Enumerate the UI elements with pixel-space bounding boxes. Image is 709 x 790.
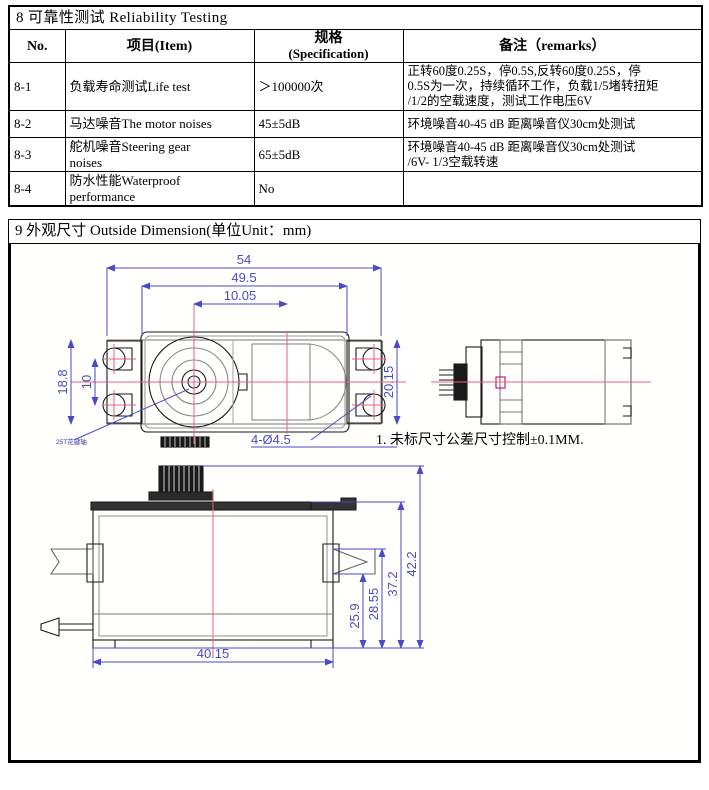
row-item: 舵机噪音Steering gear noises — [64, 137, 255, 172]
top-view-dimensions — [67, 264, 401, 448]
table-header-row: No. 项目(Item) 规格 (Specification) 备注（remar… — [8, 29, 703, 63]
remarks-line: 正转60度0.25S，停0.5S,反转60度0.25S，停 — [407, 64, 641, 78]
reliability-testing-section: 8 可靠性测试 Reliability Testing No. 项目(Item)… — [8, 5, 703, 207]
remarks-line: /1/2的空载速度，测试工作电压6V — [407, 94, 593, 108]
dim-10-05: 10.05 — [224, 288, 257, 303]
front-view-dimension-labels: 40.15 25.9 28.55 37.2 42.2 — [197, 551, 419, 661]
row-item: 防水性能Waterproof performance — [64, 171, 255, 207]
reliability-table: 8 可靠性测试 Reliability Testing No. 项目(Item)… — [8, 5, 703, 207]
row-spec: 45±5dB — [253, 110, 404, 138]
item-line: 舵机噪音Steering gear — [69, 139, 191, 154]
dim-25-9: 25.9 — [347, 603, 362, 628]
column-header-spec-cn: 规格 — [314, 31, 343, 46]
row-no: 8-4 — [8, 171, 66, 207]
table-row: 8-1 负载寿命测试Life test ＞100000次 正转60度0.25S，… — [8, 62, 703, 111]
dim-28-55: 28.55 — [366, 588, 381, 621]
dim-42-2: 42.2 — [404, 551, 419, 576]
dim-49-5: 49.5 — [231, 270, 256, 285]
top-view-dimension-labels: 54 49.5 10.05 18.8 10 20.15 4-Ø4.5 25T花键… — [55, 252, 396, 447]
row-spec: 65±5dB — [253, 137, 404, 172]
front-view-dimensions — [92, 465, 424, 668]
remarks-line: 0.5S为一次，持续循环工作，负载1/5堵转扭矩 — [407, 79, 659, 93]
tolerance-note: 1. 未标尺寸公差尺寸控制±0.1MM. — [376, 433, 584, 448]
remarks-line: /6V- 1/3空载转速 — [407, 154, 499, 169]
table-row: 8-2 马达噪音The motor noises 45±5dB 环境噪音40-4… — [8, 110, 703, 138]
remarks-line: 环境噪音40-45 dB 距离噪音仪30cm处测试 — [407, 139, 636, 154]
column-header-item: 项目(Item) — [64, 29, 255, 63]
column-header-no: No. — [8, 29, 66, 63]
top-view — [102, 331, 386, 448]
table-row: 8-4 防水性能Waterproof performance No — [8, 171, 703, 207]
row-no: 8-3 — [8, 137, 66, 172]
dim-40-15: 40.15 — [197, 646, 230, 661]
center-hole-leader-label: 25T花键轴 — [56, 437, 87, 446]
column-header-spec-en: (Specification) — [288, 46, 369, 61]
column-header-spec: 规格 (Specification) — [253, 29, 404, 63]
section8-title: 8 可靠性测试 Reliability Testing — [8, 5, 703, 30]
dim-54: 54 — [237, 252, 251, 267]
row-item: 马达噪音The motor noises — [64, 110, 255, 138]
row-remarks: 环境噪音40-45 dB 距离噪音仪30cm处测试 /6V- 1/3空载转速 — [402, 137, 703, 172]
dim-10: 10 — [79, 375, 94, 389]
row-remarks: 正转60度0.25S，停0.5S,反转60度0.25S，停 0.5S为一次，持续… — [402, 62, 703, 111]
row-no: 8-2 — [8, 110, 66, 138]
front-view — [40, 465, 376, 649]
dimension-drawing-panel: 54 49.5 10.05 18.8 10 20.15 4-Ø4.5 25T花键… — [8, 243, 701, 763]
dim-20-15: 20.15 — [381, 366, 396, 399]
top-view-centerlines — [71, 304, 406, 444]
row-no: 8-1 — [8, 62, 66, 111]
row-spec: ＞100000次 — [253, 62, 404, 111]
row-item: 负载寿命测试Life test — [64, 62, 255, 111]
item-line: performance — [69, 188, 136, 204]
dim-18-8: 18.8 — [55, 369, 70, 394]
column-header-remarks: 备注（remarks） — [402, 29, 703, 63]
row-remarks: 环境噪音40-45 dB 距离噪音仪30cm处测试 — [402, 110, 703, 138]
table-row: 8-3 舵机噪音Steering gear noises 65±5dB 环境噪音… — [8, 137, 703, 172]
technical-drawing: 54 49.5 10.05 18.8 10 20.15 4-Ø4.5 25T花键… — [40, 252, 651, 668]
item-line: 防水性能Waterproof — [69, 173, 181, 188]
callout-4-dia-4-5: 4-Ø4.5 — [251, 432, 291, 447]
item-line: noises — [69, 154, 103, 170]
section9-title: 9 外观尺寸 Outside Dimension(单位Unit：mm) — [8, 219, 701, 243]
section8-title-row: 8 可靠性测试 Reliability Testing — [8, 5, 703, 30]
dim-37-2: 37.2 — [385, 571, 400, 596]
row-remarks — [402, 171, 703, 207]
row-spec: No — [253, 171, 404, 207]
outside-dimension-section: 9 外观尺寸 Outside Dimension(单位Unit：mm) — [8, 219, 701, 763]
